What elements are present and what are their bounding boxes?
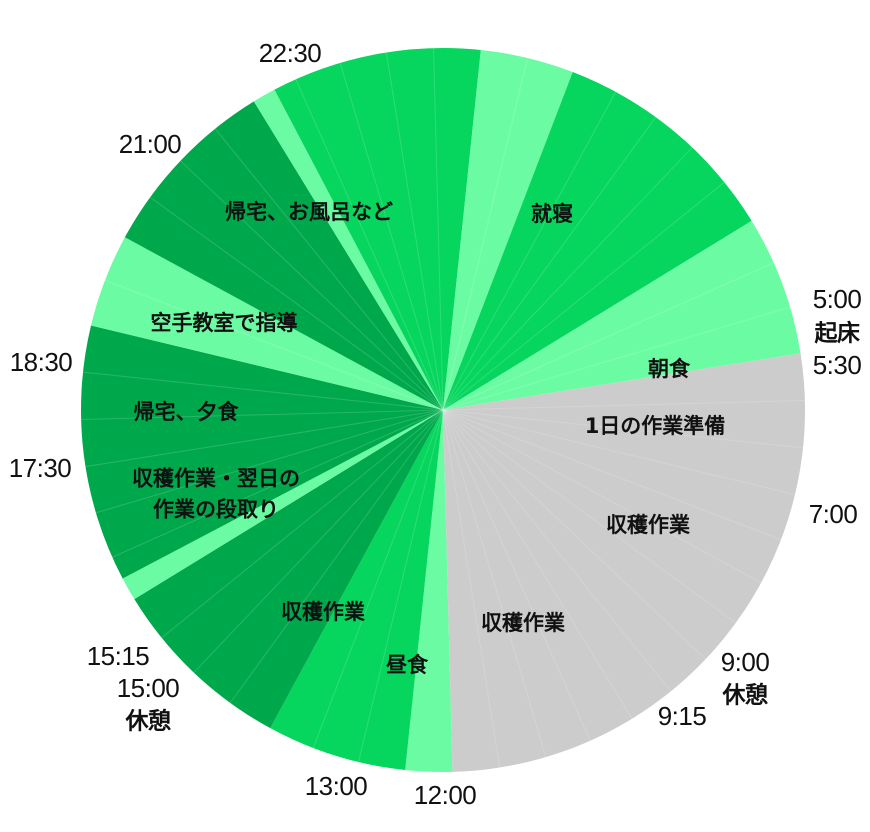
pie-slice [124,101,444,410]
time-label: 13:00 [305,771,368,801]
segment-label: 収穫作業 [281,600,366,624]
hour-divider-line [81,409,444,420]
hour-divider-line [433,48,444,411]
hour-divider-line [442,409,633,719]
segment-label: 昼食 [386,653,429,677]
time-label: 5:30 [813,350,862,380]
hour-divider-line [442,409,782,541]
hour-divider-line [442,181,725,411]
time-label: 12:00 [414,780,477,810]
pie-slice [405,410,453,773]
pie-slice [443,72,752,410]
hour-divider-line [149,196,444,411]
time-label: 18:30 [10,347,73,377]
hour-divider-line [193,409,444,673]
hour-divider-line [442,147,693,411]
hour-divider-line [95,409,444,514]
hour-divider-line [442,57,528,411]
segment-label: 帰宅、お風呂など [225,200,393,224]
hour-divider-line [442,262,774,411]
hour-divider-line [442,409,547,758]
segment-label: 収穫作業・翌日の [132,467,300,491]
pie-slice [91,237,443,410]
hour-divider-line [104,279,444,411]
hour-divider-line [358,409,444,763]
segment-label: 帰宅、夕食 [134,400,240,424]
time-label: 9:00 [721,647,770,677]
pie-slice [134,410,443,729]
segment-label: 収穫作業 [481,611,566,635]
time-label: 17:30 [9,453,72,483]
time-labels: 22:30 21:00 5:00 起床 5:30 18:30 17:30 7:00 9:00 休憩… [9,38,862,810]
hour-divider-line [312,409,444,749]
pie-slice [443,220,801,410]
pie-slice [274,47,481,410]
time-label: 7:00 [809,499,858,529]
segment-label: 収穫作業 [606,513,691,537]
pie-slice [270,410,443,771]
time-label: 5:00 [813,284,862,314]
time-label: 22:30 [259,38,322,68]
segment-label: 朝食 [648,357,691,381]
hour-divider-line [180,160,444,411]
hour-divider-line [442,409,706,660]
segment-label: 作業の段取り [153,498,279,522]
hour-divider-line [442,409,501,768]
segment-label: 1日の作業準備 [585,414,726,438]
hour-divider-line [112,409,444,558]
time-label: 15:00 [117,673,180,703]
time-label: 21:00 [119,129,182,159]
hour-divider-line [339,62,444,411]
pie-slice [122,410,443,600]
time-label: 9:15 [658,701,707,731]
hour-divider-line [442,409,796,495]
segment-labels: 朝食1日の作業準備収穫作業収穫作業昼食収穫作業収穫作業・翌日の作業の段取り帰宅、… [132,200,725,677]
pie-slice [253,89,443,410]
hour-divider-line [442,409,762,584]
hour-divider-line [442,306,791,411]
hour-divider-line [229,409,444,704]
hour-divider-line [82,371,444,411]
hour-divider-lines [81,48,805,768]
hour-divider-line [442,409,804,449]
hour-divider-line [295,79,444,411]
hour-divider-line [442,116,657,411]
hour-divider-line [442,91,617,411]
pie-slice [443,49,573,410]
pie-slice [443,353,805,772]
time-label: 15:15 [87,641,150,671]
hour-divider-line [385,52,444,411]
segment-label: 就寝 [531,202,573,226]
time-label: 起床 [815,320,861,347]
segment-label: 空手教室で指導 [151,311,298,335]
hour-divider-line [214,128,444,411]
hour-divider-line [161,409,444,639]
time-label: 休憩 [125,708,172,735]
hour-divider-line [442,400,805,411]
time-label: 休憩 [722,682,769,709]
pie-slice [80,325,444,579]
pie-slices [80,47,805,773]
hour-divider-line [442,409,737,624]
hour-divider-line [442,409,672,692]
hour-divider-line [442,409,591,741]
hour-divider-line [85,409,444,468]
